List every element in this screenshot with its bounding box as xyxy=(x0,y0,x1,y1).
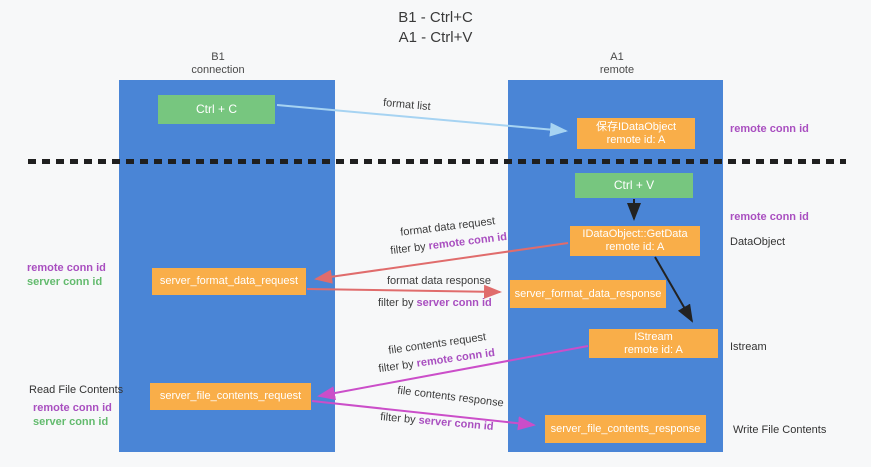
filter-server-conn-id: server conn id xyxy=(416,297,492,309)
lifeline-header-b1: B1 connection xyxy=(148,51,288,77)
node-server-format-data-response: server_format_data_response xyxy=(510,280,666,308)
label-remote-conn-id-left1: remote conn id xyxy=(27,262,106,274)
label-dataobject: DataObject xyxy=(730,236,786,248)
lifeline-a1-name: A1 xyxy=(610,51,624,63)
node-format-response-label: server_format_data_response xyxy=(514,287,662,300)
node-getdata-line2: remote id: A xyxy=(605,241,665,253)
label-server-conn-id-left2: server conn id xyxy=(33,416,109,428)
arrow-format-list xyxy=(276,104,568,137)
node-istream: IStream remote id: A xyxy=(589,329,718,358)
label-remote-conn-id-top-right: remote conn id xyxy=(730,123,809,135)
node-istream-line2: remote id: A xyxy=(624,343,683,356)
node-idataobject-getdata: IDataObject::GetData remote id: A xyxy=(570,226,700,256)
node-ctrl-c-label: Ctrl + C xyxy=(195,102,237,116)
label-remote-conn-id-mid-right: remote conn id xyxy=(730,211,809,223)
arrow-getdata-to-istream xyxy=(654,256,694,323)
title-line-2: A1 - Ctrl+V xyxy=(398,29,473,46)
label-write-file-contents: Write File Contents xyxy=(733,424,827,436)
node-ctrl-v-label: Ctrl + V xyxy=(613,178,655,192)
node-ctrl-c: Ctrl + C xyxy=(158,95,275,124)
node-format-request-label: server_format_data_request xyxy=(159,275,299,287)
flow-label-format-data-response: format data response xyxy=(387,275,491,287)
node-file-request-label: server_file_contents_request xyxy=(159,390,302,402)
label-read-file-contents: Read File Contents xyxy=(29,384,124,396)
node-server-format-data-request: server_format_data_request xyxy=(152,268,306,295)
filter-by-text: filter by xyxy=(378,297,414,309)
arrow-format-data-request xyxy=(314,242,569,284)
label-server-conn-id-left1: server conn id xyxy=(27,276,103,288)
node-server-file-contents-request: server_file_contents_request xyxy=(150,383,311,410)
node-server-file-contents-response: server_file_contents_response xyxy=(545,415,706,443)
lifeline-header-a1: A1 remote xyxy=(547,51,687,77)
node-save-idataobject-line1: 保存IDataObject xyxy=(595,120,677,133)
arrow-file-contents-response xyxy=(311,400,536,431)
arrow-file-contents-request xyxy=(317,345,589,400)
lifeline-b1-role: connection xyxy=(191,64,245,76)
node-ctrl-v: Ctrl + V xyxy=(575,173,693,198)
flow-label-filter-server-1: filter by server conn id xyxy=(378,297,492,309)
arrow-format-data-response xyxy=(306,284,502,299)
lifeline-b1-name: B1 xyxy=(211,51,225,63)
lifeline-a1-role: remote xyxy=(599,64,635,76)
diagram-title: B1 - Ctrl+C A1 - Ctrl+V xyxy=(0,8,871,48)
node-file-response-label: server_file_contents_response xyxy=(550,422,701,435)
node-getdata-line1: IDataObject::GetData xyxy=(582,228,688,240)
label-remote-conn-id-left2: remote conn id xyxy=(33,402,112,414)
node-save-idataobject: 保存IDataObject remote id: A xyxy=(577,118,695,149)
title-line-1: B1 - Ctrl+C xyxy=(398,9,473,26)
label-istream: Istream xyxy=(730,341,767,353)
node-save-idataobject-line2: remote id: A xyxy=(606,133,666,146)
phase-divider-dashed-line xyxy=(28,159,846,164)
node-istream-line1: IStream xyxy=(634,330,673,343)
